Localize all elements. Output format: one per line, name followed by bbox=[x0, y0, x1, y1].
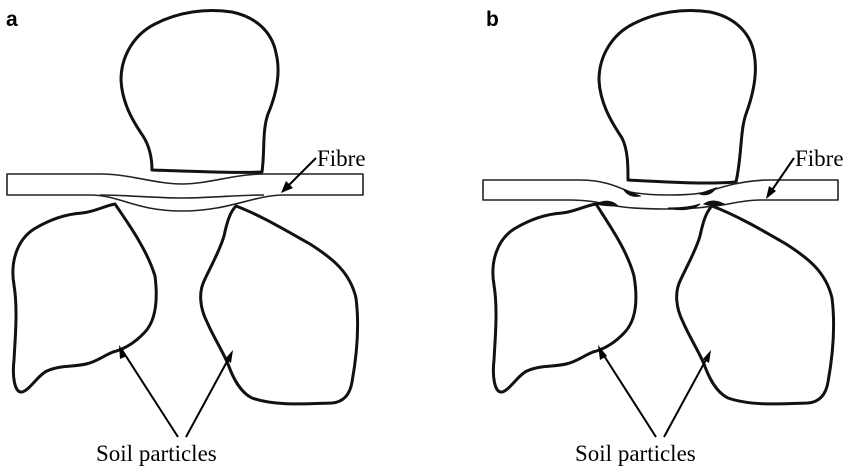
panel-a-bottom-left-particle bbox=[13, 204, 156, 392]
panel-b-particles-arrow-left bbox=[601, 351, 656, 437]
panel-a-letter: a bbox=[6, 8, 18, 31]
panel-b-bottom-right-particle bbox=[677, 206, 834, 404]
panel-a: a Fibre Soil particles bbox=[6, 8, 366, 466]
panel-b-fibre bbox=[483, 180, 838, 209]
panel-a-fibre bbox=[7, 174, 363, 211]
panel-a-particles-label: Soil particles bbox=[96, 441, 217, 466]
panel-a-bottom-right-particle bbox=[201, 206, 358, 404]
panel-b: b Fibre Soil particles bbox=[483, 8, 844, 466]
panel-b-top-particle bbox=[599, 11, 755, 184]
panel-b-particles-arrow-right bbox=[664, 356, 708, 437]
panel-a-fibre-label: Fibre bbox=[317, 146, 366, 171]
panel-b-letter: b bbox=[486, 8, 499, 31]
panel-b-bottom-left-particle bbox=[493, 204, 636, 392]
panel-b-particles-label: Soil particles bbox=[575, 441, 696, 466]
panel-a-particles-arrow-left bbox=[122, 350, 178, 437]
panel-a-particles-arrow-right bbox=[186, 356, 230, 437]
panel-a-top-particle bbox=[121, 11, 278, 173]
panel-b-fibre-label: Fibre bbox=[795, 146, 844, 171]
